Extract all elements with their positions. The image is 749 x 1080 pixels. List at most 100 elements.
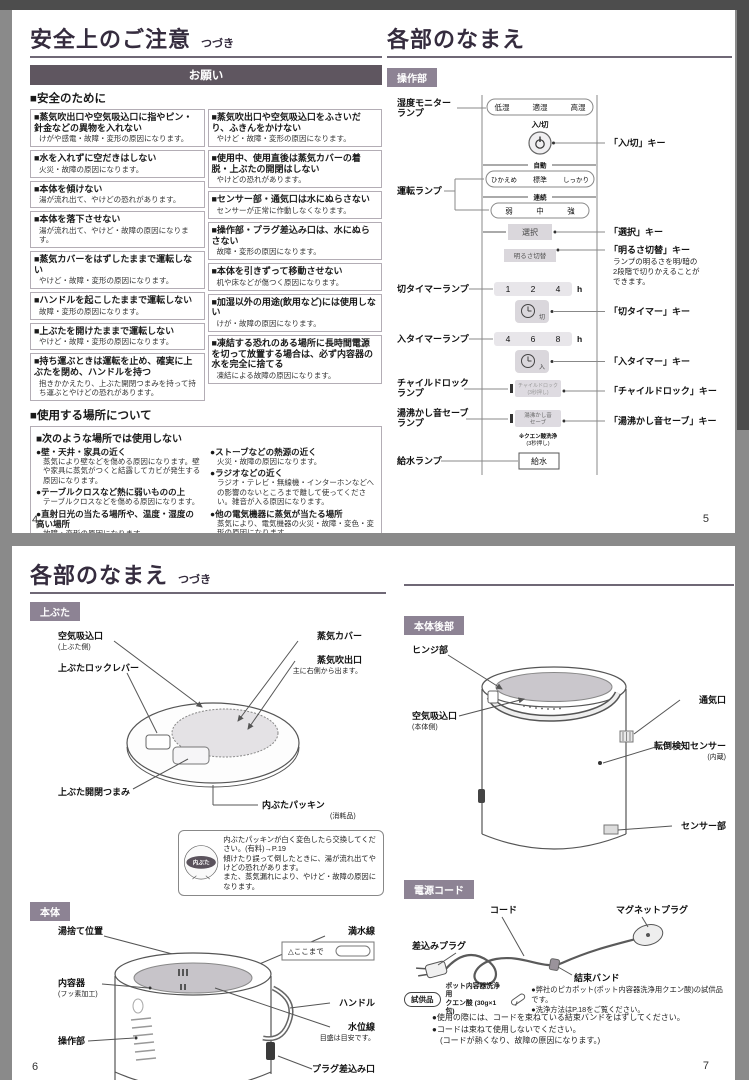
sample-note: ●弊社のピカポット(ポット内容器洗浄用クエン酸)の試供品です。 ●洗浄方法はP.…	[531, 985, 723, 1014]
brightness-note-1: ランプの明るさを明/暗の	[613, 256, 697, 266]
sample-name: ポット内容器洗浄用 クエン酸 (30g×1包)	[445, 982, 500, 1016]
rear-body-drawing	[478, 666, 634, 850]
sample-row: 試供品 ポット内容器洗浄用 クエン酸 (30g×1包) ●弊社のピカポット(ポッ…	[404, 983, 730, 1017]
label-steam-cover: 蒸気カバー	[317, 630, 362, 641]
off-timer-4h: 4	[556, 284, 561, 294]
section-label-lid: 上ぶた	[30, 602, 80, 621]
warning-item: ■使用中、使用直後は蒸気カバーの着脱・上ぶたの開閉はしないやけどの恐れがあります…	[207, 150, 382, 189]
brightness-note-2: 2段階で切りかえることが	[613, 266, 700, 276]
title-rule	[387, 56, 732, 58]
lid-drawing	[126, 702, 300, 788]
place-title: ●ストーブなどの熱源の近く	[210, 446, 317, 457]
place-column-right: ●ストーブなどの熱源の近く火災・故障の原因になります。 ●ラジオなどの近くラジオ…	[210, 447, 376, 533]
label-inner-container: 内容器	[58, 977, 86, 988]
key-brightness: 「明るさ切替」キー	[609, 244, 690, 255]
label-inner-lid-packing: 内ぶたパッキン	[262, 799, 325, 810]
label-on-timer-lamp: 入タイマーランプ	[396, 333, 470, 344]
label-hinge: ヒンジ部	[412, 644, 448, 655]
place-box-heading: ■次のような場所では使用しない	[36, 433, 183, 445]
title-rule	[30, 592, 386, 594]
warning-desc: 抱きかかえたり、上ぶた開閉つまみを持って持ち運ぶとやけどの恐れがあります。	[39, 378, 196, 397]
scrollbar-thumb[interactable]	[737, 0, 749, 430]
place-title: ●ラジオなどの近く	[210, 468, 283, 479]
label-handle: ハンドル	[339, 998, 375, 1008]
warning-item: ■センサー部・通気口は水にぬらさないセンサーが正常に作動しなくなります。	[207, 191, 382, 220]
label-child-lock-lamp: チャイルドロック	[397, 378, 469, 388]
warning-desc: やけどの恐れがあります。	[216, 175, 306, 185]
place-title: ●テーブルクロスなど熱に弱いものの上	[36, 487, 186, 498]
water-supply-lamp: 給水	[531, 456, 547, 466]
warning-item: ■本体を傾けない湯が流れ出て、やけどの恐れがあります。	[30, 180, 205, 209]
label-air-inlet-lid-sub: (上ぶた側)	[58, 642, 91, 651]
label-off-timer-lamp: 切タイマーランプ	[397, 283, 470, 294]
pot-body-drawing	[114, 952, 294, 1080]
section-safety-heading: ■安全のために	[30, 93, 106, 105]
warning-title: ■本体を落下させない	[34, 214, 121, 225]
warning-grid: ■蒸気吹出口や空気吸込口に指やピン・針金などの異物を入れないけがや感電・故障・変…	[30, 109, 382, 401]
child-lock-button-line1: チャイルドロック	[518, 383, 558, 389]
off-timer-kiri: 切	[539, 314, 545, 321]
label-binding-band: 結束バンド	[574, 972, 619, 983]
warning-desc: やけど・故障・変形の原因になります。	[39, 337, 174, 347]
key-on-timer: 「入タイマー」キー	[609, 356, 690, 367]
place-desc: 蒸気により壁などを傷める原因になります。壁や家具に蒸気がつくと結露してカビが発生…	[43, 456, 201, 485]
place-item: ●他の電気機器に蒸気が当たる場所蒸気により、電気機器の火災・故障・変色・変形の原…	[210, 509, 376, 533]
page4-title-row: 安全上のご注意 つづき	[30, 22, 382, 54]
body-diagram: 湯捨て位置 満水線 △ここまで	[58, 925, 375, 1080]
title-rule-continuation	[404, 584, 734, 586]
place-desc: 火災・故障の原因になります。	[217, 456, 322, 466]
citric-clean-note-1: ※クエン酸洗浄	[519, 432, 558, 440]
section-label-panel: 操作部	[387, 68, 437, 87]
off-timer-unit: h	[577, 284, 582, 294]
label-plug-inlet: プラグ差込み口	[312, 1063, 375, 1074]
page-5: 各部のなまえ 操作部 湿度モニター ランプ 低湿 適湿 高湿 入/切	[387, 22, 732, 490]
place-title: ●他の電気機器に蒸気が当たる場所	[210, 508, 343, 519]
label-magnet-plug: マグネットプラグ	[616, 904, 688, 915]
key-off-timer: 「切タイマー」キー	[609, 306, 690, 317]
viewer-top-bar	[0, 0, 749, 10]
section-label-rear: 本体後部	[404, 616, 464, 635]
page-number-7: 7	[702, 1060, 709, 1072]
mode-weak: 弱	[505, 207, 513, 216]
label-steam-outlet: 蒸気吹出口	[317, 654, 362, 665]
warning-item: ■本体を引きずって移動させない机や床などが傷つく原因になります。	[207, 263, 382, 291]
warning-desc: やけど・故障・変形の原因になります。	[39, 276, 174, 286]
brightness-button: 明るさ切替	[514, 251, 547, 260]
place-title: ●壁・天井・家具の近く	[36, 446, 127, 457]
cont-label: 連続	[534, 193, 548, 202]
page-number-4: 4	[32, 514, 39, 526]
place-item: ●壁・天井・家具の近く蒸気により壁などを傷める原因になります。壁や家具に蒸気がつ…	[36, 447, 202, 485]
label-sensor-part: センサー部	[681, 820, 726, 831]
citric-clean-note-2: (3秒押し)	[526, 439, 549, 447]
page-4: 安全上のご注意 つづき お願い ■安全のために ■蒸気吹出口や空気吸込口に指やピ…	[30, 22, 382, 533]
label-water-level-note: 目盛は目安です。	[320, 1033, 375, 1042]
place-desc: テーブルクロスなどを傷める原因になります。	[43, 497, 200, 507]
page6-title: 各部のなまえ	[30, 563, 169, 588]
label-humidity-lamp: 湿度モニター	[397, 97, 451, 108]
warning-desc: 湯が流れ出て、やけどの恐れがあります。	[39, 195, 181, 205]
warning-title: ■操作部・プラグ差込み口は、水にぬらさない	[211, 225, 370, 246]
boil-save-button-line1: 湯沸かし音	[524, 411, 552, 419]
warning-title: ■本体を引きずって移動させない	[211, 266, 343, 277]
panel-frame	[481, 95, 598, 475]
warning-title: ■凍結する恐れのある場所に長時間電源を切って放置する場合は、必ず内容器の水を完全…	[211, 338, 374, 370]
on-timer-4h: 4	[506, 334, 511, 344]
place-item: ●ストーブなどの熱源の近く火災・故障の原因になります。	[210, 447, 376, 467]
label-control-panel: 操作部	[58, 1035, 85, 1046]
warning-item: ■蒸気吹出口や空気吸込口をふさいだり、ふきんをかけないやけど・故障・変形の原因に…	[207, 109, 382, 148]
warning-item: ■加湿以外の用途(飲用など)には使用しないけが・故障の原因になります。	[207, 293, 382, 333]
warning-title: ■蒸気カバーをはずしたままで運転しない	[34, 254, 193, 275]
label-steam-outlet-note: 主に右側から出ます。	[293, 666, 362, 675]
page4-title-suffix: つづき	[201, 38, 235, 50]
power-button-icon	[528, 131, 552, 155]
on-timer-8h: 8	[556, 334, 561, 344]
warning-item: ■水を入れずに空だきはしない火災・故障の原因になります。	[30, 150, 205, 178]
warning-desc: 凍結による故障の原因になります。	[216, 370, 336, 380]
warning-desc: けがや感電・故障・変形の原因になります。	[39, 134, 189, 144]
title-rule	[30, 56, 382, 58]
label-air-inlet-lid: 空気吸込口	[58, 630, 103, 641]
key-select: 「選択」キー	[609, 226, 663, 237]
inner-lid-illustration: 内ぶた	[184, 845, 219, 880]
warning-title: ■蒸気吹出口や空気吸込口をふさいだり、ふきんをかけない	[211, 112, 361, 133]
